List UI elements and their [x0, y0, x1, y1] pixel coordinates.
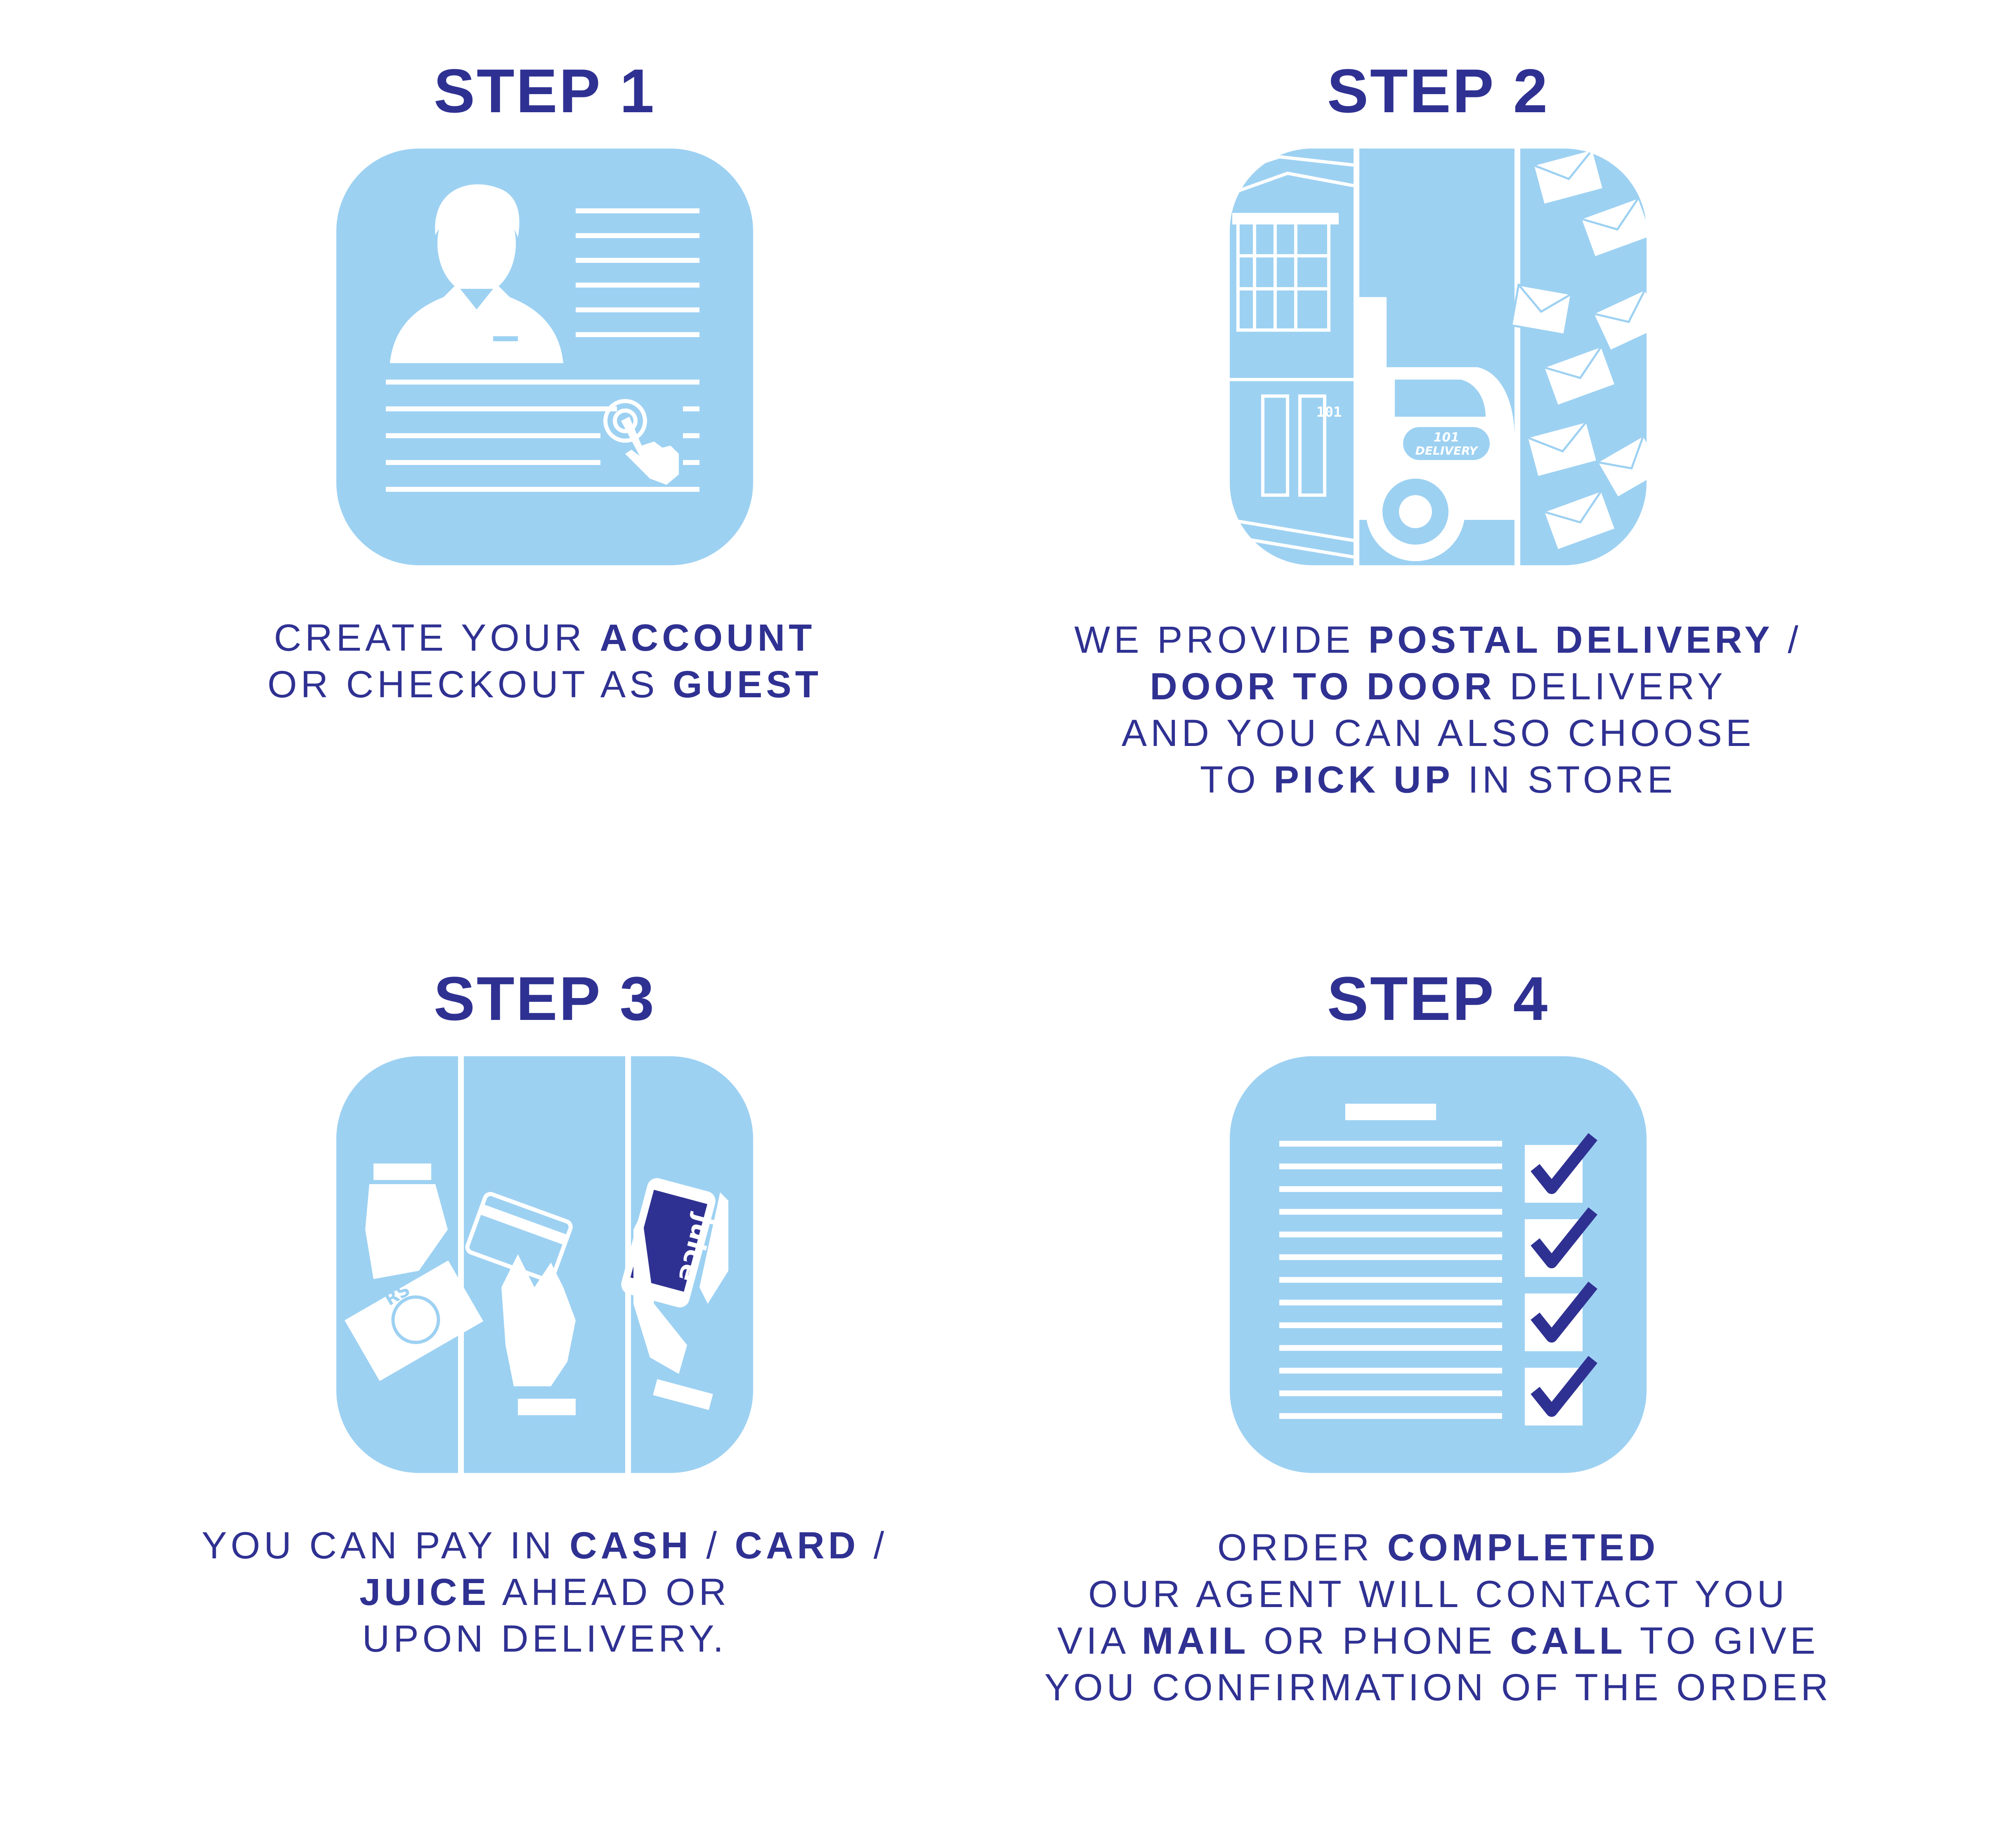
delivery-options-icon: 101 101 DELIVERY — [1230, 149, 1647, 565]
caption-emphasis: DOOR TO DOOR — [1150, 666, 1496, 708]
caption-line: UPON DELIVERY. — [91, 1616, 999, 1662]
clipboard-clip — [1345, 1104, 1436, 1120]
caption-text: TO GIVE — [1626, 1620, 1819, 1662]
caption-line: OR CHECKOUT AS GUEST — [91, 661, 999, 708]
caption-line: WE PROVIDE POSTAL DELIVERY / — [984, 617, 1892, 663]
step-title: STEP 1 — [433, 56, 656, 125]
caption-text: YOU CONFIRMATION OF THE ORDER — [1044, 1666, 1832, 1709]
caption-text: ORDER — [1217, 1527, 1387, 1569]
cash-hand-icon — [345, 1164, 484, 1381]
step-title: STEP 4 — [1327, 964, 1550, 1033]
step-4: STEP 4 — [984, 968, 1892, 1751]
caption-line: AND YOU CAN ALSO CHOOSE — [984, 710, 1892, 757]
step-1: STEP 1 — [91, 60, 999, 720]
step-title: STEP 2 — [1327, 56, 1550, 125]
caption-emphasis: POSTAL DELIVERY — [1368, 619, 1774, 661]
caption-text: UPON DELIVERY. — [362, 1618, 728, 1660]
step-2: STEP 2 — [984, 60, 1892, 802]
caption-line: YOU CONFIRMATION OF THE ORDER — [984, 1664, 1892, 1711]
account-form-icon — [336, 149, 753, 565]
checkbox-checked-icons — [1525, 1133, 1597, 1426]
caption-emphasis: CARD — [735, 1525, 860, 1567]
caption-text: OUR AGENT WILL CONTACT YOU — [1088, 1573, 1789, 1615]
caption-line: YOU CAN PAY IN CASH / CARD / — [91, 1522, 999, 1569]
caption-emphasis: GUEST — [672, 663, 822, 706]
caption-line: TO PICK UP IN STORE — [984, 757, 1892, 803]
caption-emphasis: MAIL — [1141, 1620, 1250, 1662]
step-3: STEP 3 RS — [91, 968, 999, 1669]
caption-line: DOOR TO DOOR DELIVERY — [984, 663, 1892, 710]
caption-line: OUR AGENT WILL CONTACT YOU — [984, 1571, 1892, 1618]
step-caption: YOU CAN PAY IN CASH / CARD /JUICE AHEAD … — [91, 1522, 999, 1662]
caption-text: / — [1773, 619, 1802, 661]
caption-line: ORDER COMPLETED — [984, 1525, 1892, 1571]
caption-text: YOU CAN PAY IN — [201, 1525, 570, 1567]
caption-text: CREATE YOUR — [274, 617, 600, 659]
van-label-number: 101 — [1434, 430, 1460, 445]
caption-text: / — [859, 1525, 888, 1567]
caption-line: JUICE AHEAD OR — [91, 1569, 999, 1616]
caption-text: WE PROVIDE — [1074, 619, 1368, 661]
caption-text: DELIVERY — [1495, 666, 1727, 708]
caption-text: IN STORE — [1453, 759, 1677, 801]
caption-emphasis: PICK UP — [1273, 759, 1454, 801]
caption-text: VIA — [1057, 1620, 1142, 1662]
checklist-lines — [1279, 1141, 1502, 1419]
caption-line: CREATE YOUR ACCOUNT — [91, 615, 999, 661]
caption-emphasis: CASH — [569, 1525, 692, 1567]
caption-text: OR PHONE — [1249, 1620, 1510, 1662]
pointer-hand-icon — [603, 399, 679, 485]
caption-text: AHEAD OR — [489, 1571, 730, 1613]
caption-text: OR CHECKOUT AS — [267, 663, 673, 706]
caption-emphasis: ACCOUNT — [600, 617, 816, 659]
payment-options-icon: RS juice — [336, 1056, 753, 1473]
checklist-icon — [1230, 1056, 1647, 1473]
envelopes-icon — [1510, 149, 1647, 552]
caption-text: AND YOU CAN ALSO CHOOSE — [1121, 712, 1755, 754]
caption-line: VIA MAIL OR PHONE CALL TO GIVE — [984, 1618, 1892, 1664]
delivery-van-icon: 101 DELIVERY — [1359, 297, 1514, 561]
store-number: 101 — [1316, 404, 1342, 420]
van-label-text: DELIVERY — [1415, 444, 1479, 458]
caption-text: TO — [1200, 759, 1274, 801]
phone-hand-icon: juice — [621, 1178, 728, 1410]
caption-emphasis: CALL — [1510, 1620, 1626, 1662]
step-caption: WE PROVIDE POSTAL DELIVERY /DOOR TO DOOR… — [984, 617, 1892, 803]
store-icon — [1230, 155, 1354, 559]
caption-emphasis: JUICE — [359, 1571, 490, 1613]
caption-emphasis: COMPLETED — [1387, 1527, 1659, 1569]
step-title: STEP 3 — [433, 964, 656, 1033]
card-hand-icon — [465, 1192, 576, 1415]
user-avatar-icon — [390, 184, 563, 363]
form-lines — [386, 208, 699, 492]
caption-text: / — [692, 1525, 735, 1567]
